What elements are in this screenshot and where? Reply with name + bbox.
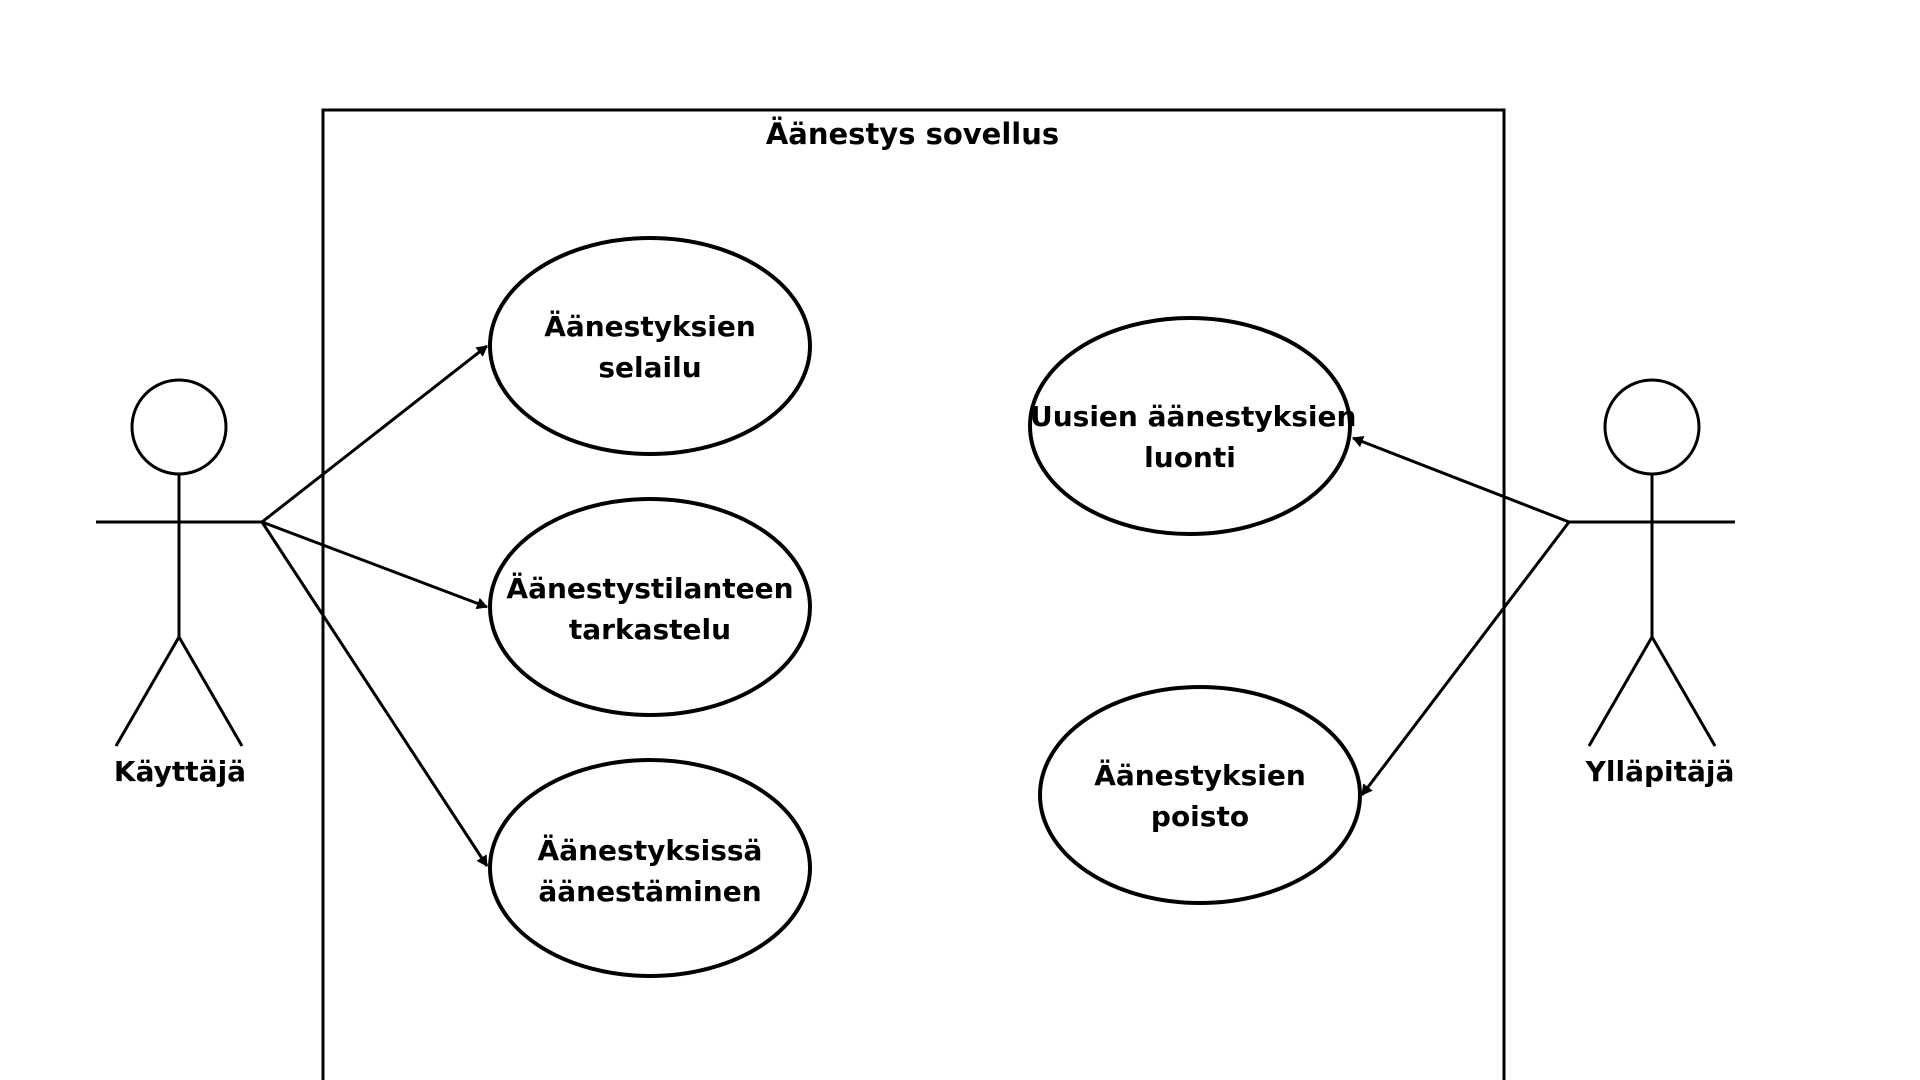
assoc-admin-create-arrow	[1352, 436, 1570, 524]
actor-admin-figure	[1569, 378, 1735, 747]
assoc-user-browse-arrow	[261, 344, 488, 524]
actor-user-label: Käyttäjä	[113, 755, 247, 788]
use-case-status-label: Äänestystilanteen tarkastelu	[490, 568, 810, 650]
actor-user-head	[130, 378, 228, 476]
use-case-create-line1: Uusien äänestyksien	[1030, 400, 1357, 433]
use-case-delete-line2: poisto	[1150, 800, 1250, 833]
assoc-user-status-arrow	[261, 520, 488, 610]
actor-user-figure	[96, 378, 262, 747]
system-boundary	[321, 108, 1506, 1080]
use-case-status-ellipse	[488, 497, 812, 717]
use-case-vote-ellipse	[488, 758, 812, 978]
assoc-user-vote-arrow	[260, 521, 489, 867]
use-case-status-line2: tarkastelu	[568, 613, 732, 646]
use-case-browse-ellipse	[488, 236, 812, 456]
actor-admin-label: Ylläpitäjä	[1585, 755, 1735, 788]
use-case-delete-line1: Äänestyksien	[1094, 759, 1306, 792]
actor-admin-head	[1603, 378, 1701, 476]
assoc-admin-delete-arrow	[1360, 521, 1571, 796]
use-case-create-label: Uusien äänestyksien luonti	[1030, 396, 1357, 478]
use-case-browse-line1: Äänestyksien	[544, 310, 756, 343]
use-case-delete-ellipse	[1038, 685, 1362, 905]
use-case-browse-line2: selailu	[598, 351, 702, 384]
use-case-vote-line2: äänestäminen	[538, 875, 762, 908]
use-case-create-ellipse	[1028, 316, 1352, 536]
use-case-delete-label: Äänestyksien poisto	[1040, 755, 1360, 837]
use-case-status-line1: Äänestystilanteen	[506, 572, 794, 605]
use-case-vote-label: Äänestyksissä äänestäminen	[490, 830, 810, 912]
use-case-vote-line1: Äänestyksissä	[537, 834, 763, 867]
system-title: Äänestys sovellus	[765, 117, 1060, 151]
use-case-create-line2: luonti	[1144, 441, 1236, 474]
use-case-browse-label: Äänestyksien selailu	[490, 306, 810, 388]
